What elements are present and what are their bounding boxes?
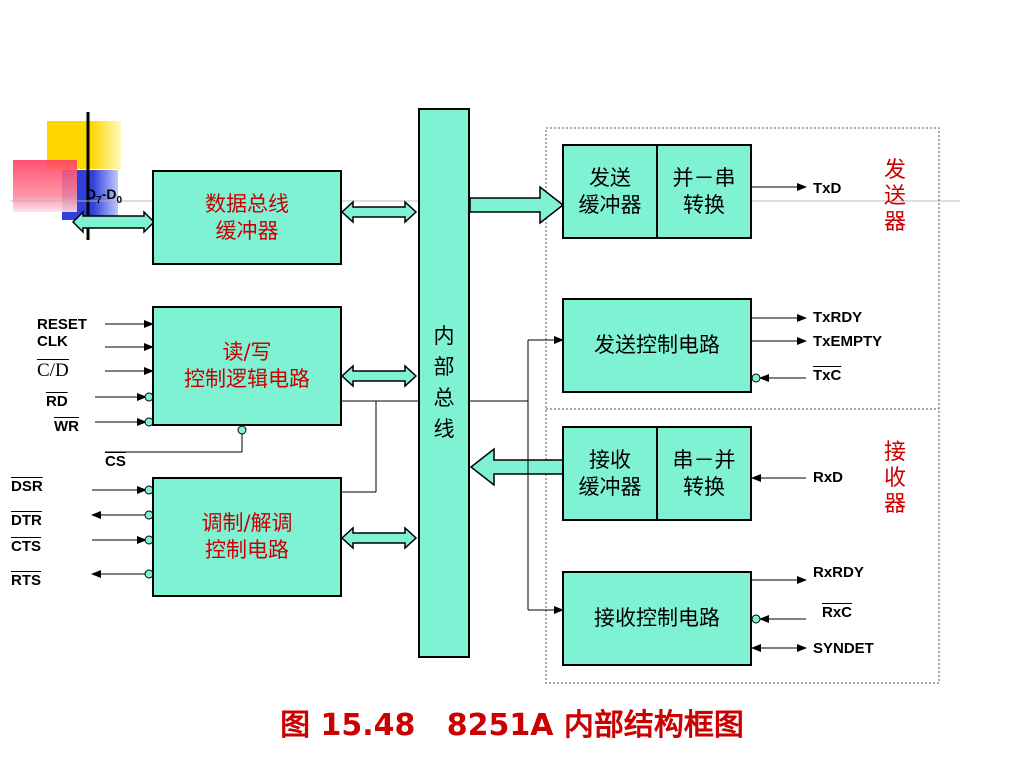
rw-to-bus-arrow (340, 364, 418, 388)
receiver-label: 接收器 (883, 440, 906, 517)
d0-label: D (106, 186, 117, 202)
rts-label: RTS (11, 572, 41, 589)
buffer-to-bus-arrow (340, 200, 418, 224)
cs-label: CS (105, 453, 126, 470)
d7-label: D (86, 186, 97, 202)
dtr-label: DTR (11, 512, 42, 529)
dash-label: - (101, 186, 107, 202)
transmitter-label: 发送器 (883, 158, 906, 235)
data-bus-buffer-block: 数据总线 缓冲器 (152, 170, 342, 265)
rx-buffer-block: 接收 缓冲器 (562, 426, 658, 521)
reset-label: RESET (37, 316, 88, 333)
txc-label: TxC (813, 367, 842, 384)
txempty-label: TxEMPTY (813, 333, 883, 350)
data-bus-double-arrow (71, 210, 156, 234)
deco-red-square (13, 160, 77, 212)
txc-pin (751, 373, 761, 383)
rx-control-block: 接收控制电路 (562, 571, 752, 666)
cd-label: C/D (37, 359, 69, 381)
txrdy-label: TxRDY (813, 309, 863, 326)
d0-subscript: 0 (116, 194, 123, 206)
tx-rx-frame (545, 127, 940, 684)
internal-bus-block: 内部总线 (418, 108, 470, 658)
modem-to-bus-arrow (340, 526, 418, 550)
rxc-pin (751, 614, 761, 624)
data-bus-label: D7-D0 (86, 186, 122, 209)
rxrdy-label: RxRDY (813, 564, 864, 581)
rd-label: RD (46, 393, 68, 410)
tx-buffer-block: 发送 缓冲器 (562, 144, 658, 239)
cs-pin (237, 425, 247, 435)
rxc-label: RxC (822, 604, 853, 621)
tx-control-block: 发送控制电路 (562, 298, 752, 393)
txd-label: TxD (813, 180, 842, 197)
figure-caption: 图 15.48 8251A 内部结构框图 (280, 708, 744, 743)
dsr-label: DSR (11, 478, 43, 495)
d7-subscript: 7 (96, 194, 102, 206)
serial-to-parallel-block: 串－并 转换 (656, 426, 752, 521)
syndet-label: SYNDET (813, 640, 874, 657)
parallel-to-serial-block: 并－串 转换 (656, 144, 752, 239)
clk-label: CLK (37, 333, 68, 350)
cts-label: CTS (11, 538, 41, 555)
rx-to-bus-arrow (469, 447, 564, 487)
rw-control-logic-block: 读/写 控制逻辑电路 (152, 306, 342, 426)
bus-to-tx-arrow (469, 185, 565, 225)
wr-label: WR (54, 418, 79, 435)
modem-control-block: 调制/解调 控制电路 (152, 477, 342, 597)
rxd-label: RxD (813, 469, 844, 486)
